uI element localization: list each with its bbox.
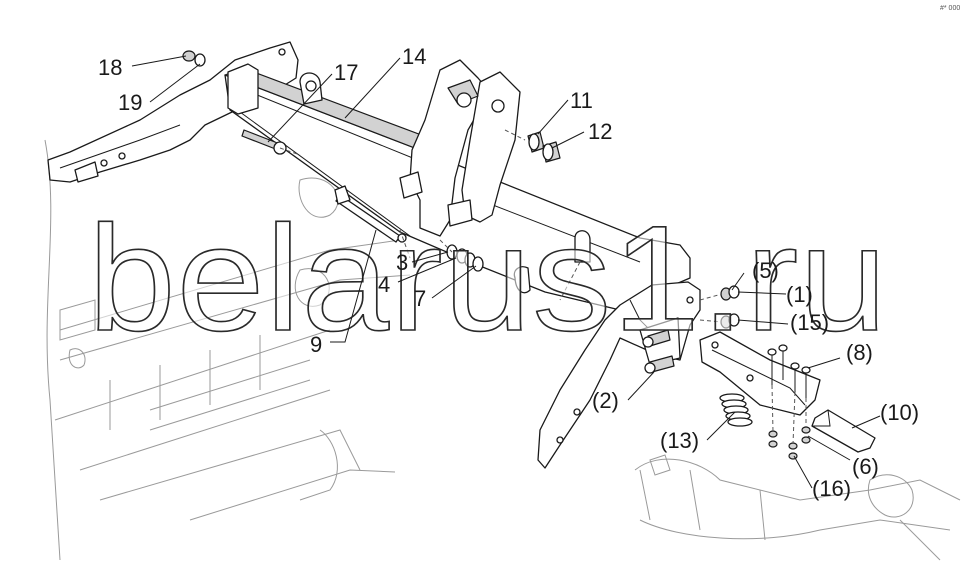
callout-8: (8) xyxy=(846,340,873,365)
callout-1: (1) xyxy=(786,282,813,307)
callout-2: (2) xyxy=(592,388,619,413)
assembly-lines xyxy=(279,129,807,445)
callout-13: (13) xyxy=(660,428,699,453)
washer-stack xyxy=(446,244,484,272)
callout-10: (10) xyxy=(880,400,919,425)
background-hitch-frame xyxy=(634,454,961,561)
callout-9: 9 xyxy=(310,332,322,357)
callout-16: (16) xyxy=(812,476,851,501)
callout-6: (6) xyxy=(852,454,879,479)
callout-11: 11 xyxy=(570,88,593,113)
callout-18: 18 xyxy=(98,55,122,80)
bushings xyxy=(527,131,561,163)
drawbar-10 xyxy=(811,409,876,453)
callout-4: 4 xyxy=(378,272,390,297)
callout-5: (5) xyxy=(752,258,779,283)
corner-code: #* 000 xyxy=(940,5,960,12)
upright-link-bracket xyxy=(399,59,521,237)
spring-13 xyxy=(719,393,753,427)
callout-labels: 18 19 17 14 11 12 3 4 7 9 (5) (1) (15) (… xyxy=(98,44,919,501)
callout-12: 12 xyxy=(588,119,612,144)
tow-eye xyxy=(513,230,591,301)
nut-washer-18-19 xyxy=(182,50,206,67)
callout-14: 14 xyxy=(402,44,426,69)
hitch-plate xyxy=(699,331,821,416)
small-nuts-6-16 xyxy=(768,426,811,460)
long-pin-9 xyxy=(334,185,407,243)
callout-3: 3 xyxy=(396,250,408,275)
callout-15: (15) xyxy=(790,310,829,335)
callout-17: 17 xyxy=(334,60,358,85)
main-crossbar xyxy=(224,63,691,311)
watermark: belarus1.ru xyxy=(88,194,888,362)
callout-7: 7 xyxy=(414,286,426,311)
background-tractor-frame xyxy=(44,139,411,561)
plate-bolts xyxy=(642,329,675,374)
callout-19: 19 xyxy=(118,90,142,115)
leader-lines xyxy=(131,55,881,489)
